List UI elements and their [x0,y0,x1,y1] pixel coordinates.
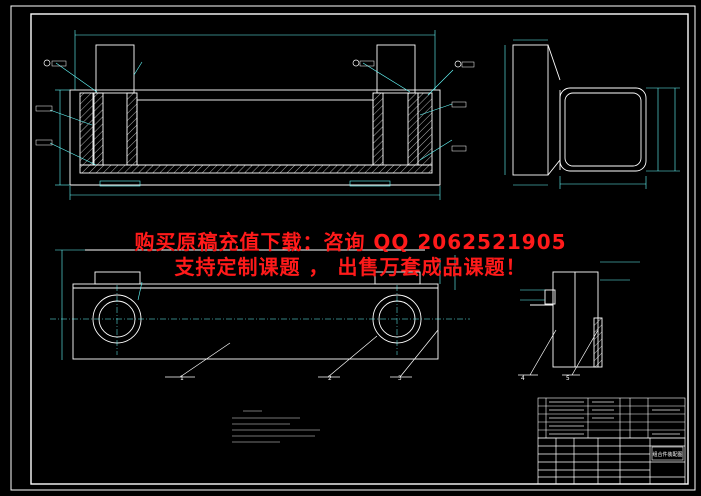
front-view-dimensions [55,249,456,360]
watermark-line-2: 支持定制课题 ， 出售万套成品课题！ [174,255,527,279]
right-tube-hatch [372,92,384,166]
part-number-2: 2 [328,375,332,382]
part-number-5: 5 [566,375,570,382]
top-view-dimensions [49,30,454,200]
detail-hatch [593,317,603,368]
side-view-dimensions [504,39,680,189]
left-tube-hatch [92,92,104,166]
drawing-title: 组合件装配图 [652,451,682,458]
part-number-labels: 1 2 3 4 5 [180,375,570,382]
detail-dimensions [520,261,640,301]
watermark-line-1: 购买原稿充值下载：咨询 QQ 2062521905 [134,230,567,254]
top-view-tiny-labels [35,60,475,152]
part-number-3: 3 [398,375,402,382]
drawing-frame [10,5,696,491]
top-view-callout-circles [43,59,462,68]
technical-notes [232,410,320,443]
title-block [537,437,686,485]
top-section-view [69,44,441,187]
side-view [512,44,647,176]
title-box [651,446,684,461]
part-number-4: 4 [521,375,525,382]
front-view-centerlines [50,285,470,355]
bom-table [537,397,686,439]
detail-view [530,271,603,368]
detail-leaders [518,329,599,376]
bom-row-text-strokes [549,401,680,435]
front-view-leaders [165,329,439,378]
part-number-1: 1 [180,375,184,382]
